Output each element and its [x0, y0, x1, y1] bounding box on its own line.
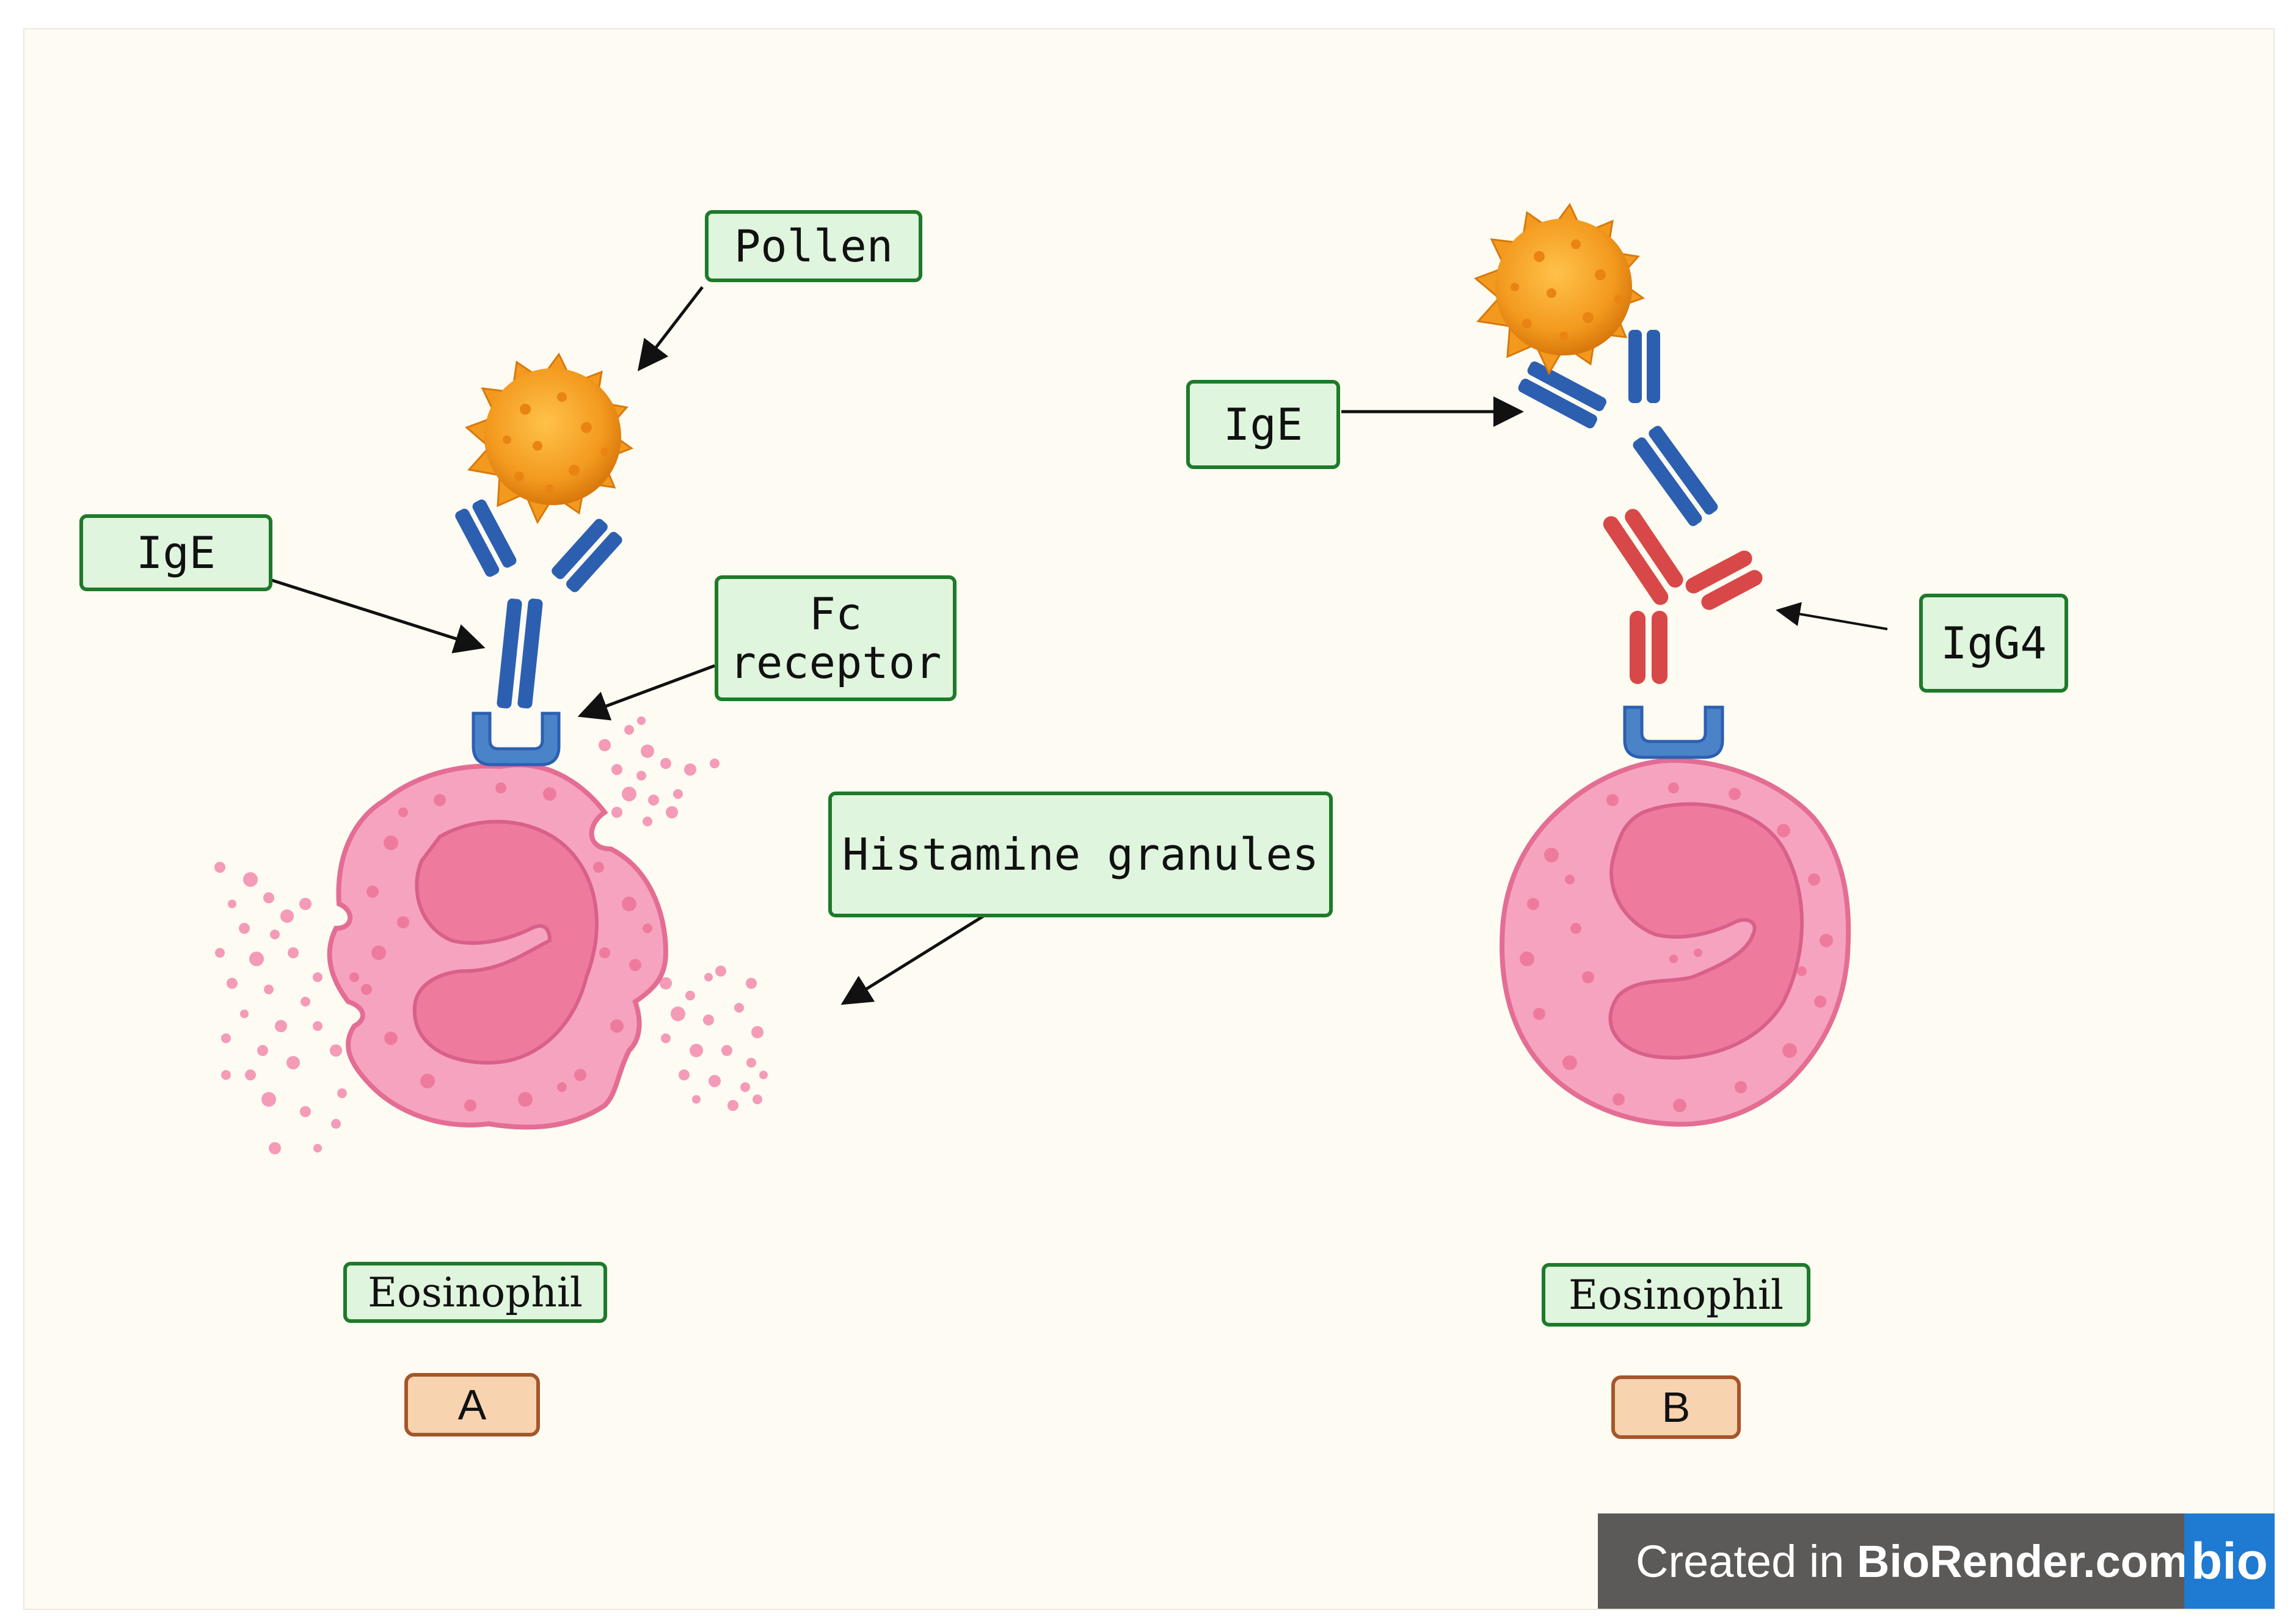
panel-tag-a: A: [404, 1373, 540, 1436]
ige-label-b-text: IgE: [1223, 399, 1303, 450]
fc-receptor-label: Fc receptor: [715, 575, 957, 701]
fc-receptor-a: [472, 712, 561, 766]
igg4-antibody: [1603, 509, 1763, 684]
ige-antibody-a: [455, 499, 622, 708]
pollen-grain-a: [465, 352, 634, 525]
histamine-granules-label: Histamine granules: [828, 792, 1333, 917]
ige-label-a: IgE: [79, 514, 272, 591]
panel-tag-b: B: [1611, 1375, 1741, 1439]
eosinophil-cell-a: [327, 762, 669, 1130]
arrow-igg4: [1776, 602, 1888, 630]
arrow-histamine: [840, 914, 985, 1005]
watermark-prefix: Created in: [1636, 1535, 1857, 1587]
pollen-grain-b: [1474, 203, 1645, 376]
panel-tag-a-text: A: [457, 1381, 487, 1429]
histamine-granules-left: [214, 862, 347, 1154]
eosinophil-label-b-text: Eosinophil: [1568, 1271, 1784, 1319]
pollen-label-text: Pollen: [734, 220, 894, 272]
biorender-watermark: Created in BioRender.com bio: [1598, 1513, 2275, 1609]
biorender-logo-icon: bio: [2184, 1513, 2275, 1609]
eosinophil-cell-b: [1500, 757, 1851, 1127]
arrow-pollen: [637, 286, 704, 371]
eosinophil-label-a-text: Eosinophil: [367, 1269, 583, 1316]
fc-receptor-label-line1: Fc: [809, 588, 862, 639]
histamine-granules-label-text: Histamine granules: [842, 829, 1319, 880]
pollen-label: Pollen: [705, 210, 922, 282]
igg4-label: IgG4: [1919, 594, 2068, 693]
fc-receptor-label-line2: receptor: [729, 637, 942, 688]
ige-label-a-text: IgE: [136, 527, 216, 578]
histamine-granules-right: [660, 966, 768, 1111]
panel-tag-b-text: B: [1661, 1383, 1691, 1431]
eosinophil-label-a: Eosinophil: [343, 1262, 607, 1323]
fc-receptor-b: [1623, 705, 1724, 759]
ige-label-b: IgE: [1186, 380, 1340, 469]
watermark-text: Created in BioRender.com: [1636, 1535, 2188, 1587]
igg4-label-text: IgG4: [1941, 617, 2047, 669]
arrow-ige-a: [271, 578, 486, 654]
histamine-granules-top: [599, 716, 720, 826]
eosinophil-label-b: Eosinophil: [1542, 1263, 1810, 1327]
watermark-brand: BioRender.com: [1856, 1535, 2188, 1587]
arrow-fc-receptor: [577, 664, 715, 721]
ige-antibody-b: [1518, 330, 1718, 526]
